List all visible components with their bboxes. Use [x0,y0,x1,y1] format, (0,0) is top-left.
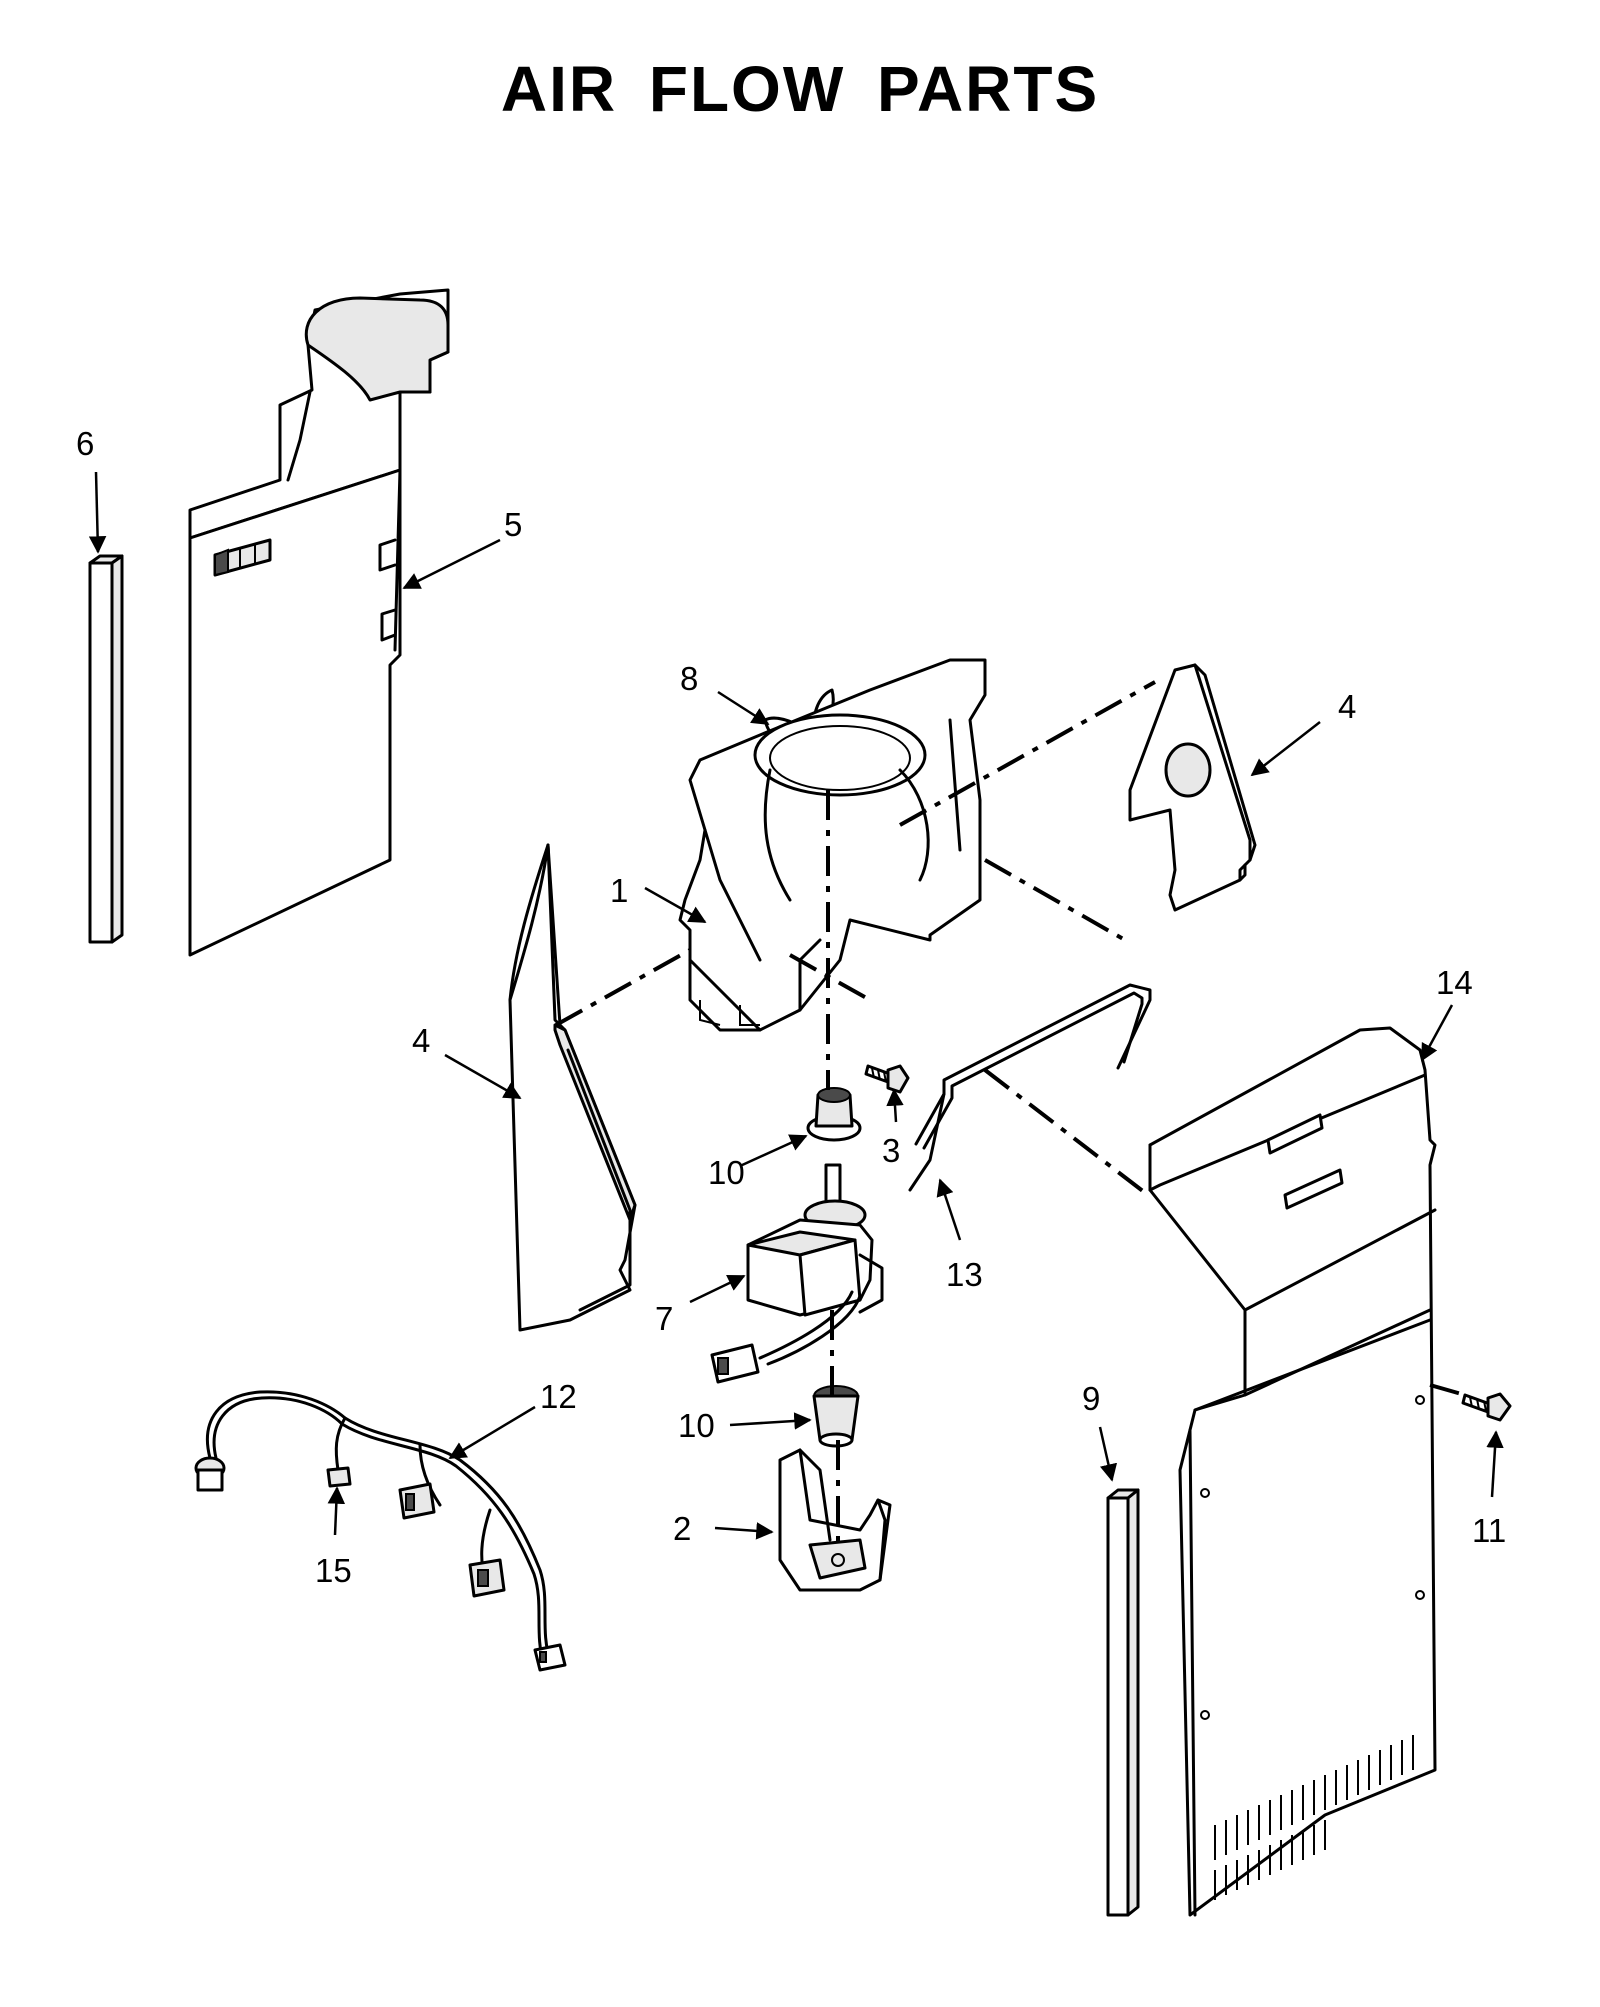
part-10-grommet-upper [806,1087,862,1142]
part-6-gasket-strip [88,554,124,944]
part-12-wire-harness [194,1390,567,1672]
part-1-fan-shroud [678,658,987,1032]
part-4-baffle-left [508,843,637,1332]
callout-10-upper: 10 [708,1154,745,1191]
part-9-gasket-strip [1106,1488,1140,1917]
part-7-fan-motor [710,1163,884,1384]
part-4-baffle-right [1128,663,1257,912]
callout-1: 1 [610,872,628,909]
callout-14: 14 [1436,964,1473,1001]
duct-cover-vents [1214,1735,1414,1900]
callout-7: 7 [655,1300,673,1337]
callout-5: 5 [504,506,522,543]
page-title: AIR FLOW PARTS [500,53,1100,125]
alignment-lines [555,680,1466,1545]
part-13-wire-bracket [908,983,1152,1192]
callout-4-right: 4 [1338,688,1356,725]
part-3-screw [864,1064,910,1094]
leader-arrows [88,471,1504,1540]
part-10-grommet-lower [812,1385,860,1448]
callout-labels: 6 5 8 4 1 4 14 3 10 13 7 12 9 10 2 11 15 [76,425,1506,1589]
callout-9: 9 [1082,1380,1100,1417]
callout-3: 3 [882,1132,900,1169]
callout-13: 13 [946,1256,983,1293]
part-5-air-duct-panel [188,288,450,957]
part-14-duct-cover [1148,1026,1437,1917]
callout-8: 8 [680,660,698,697]
callout-4-left: 4 [412,1022,430,1059]
callout-15: 15 [315,1552,352,1589]
part-2-motor-bracket [778,1448,892,1592]
callout-6: 6 [76,425,94,462]
callout-12: 12 [540,1378,577,1415]
callout-2: 2 [673,1510,691,1547]
part-11-screw [1461,1392,1512,1422]
callout-11: 11 [1472,1512,1506,1549]
callout-10-lower: 10 [678,1407,715,1444]
